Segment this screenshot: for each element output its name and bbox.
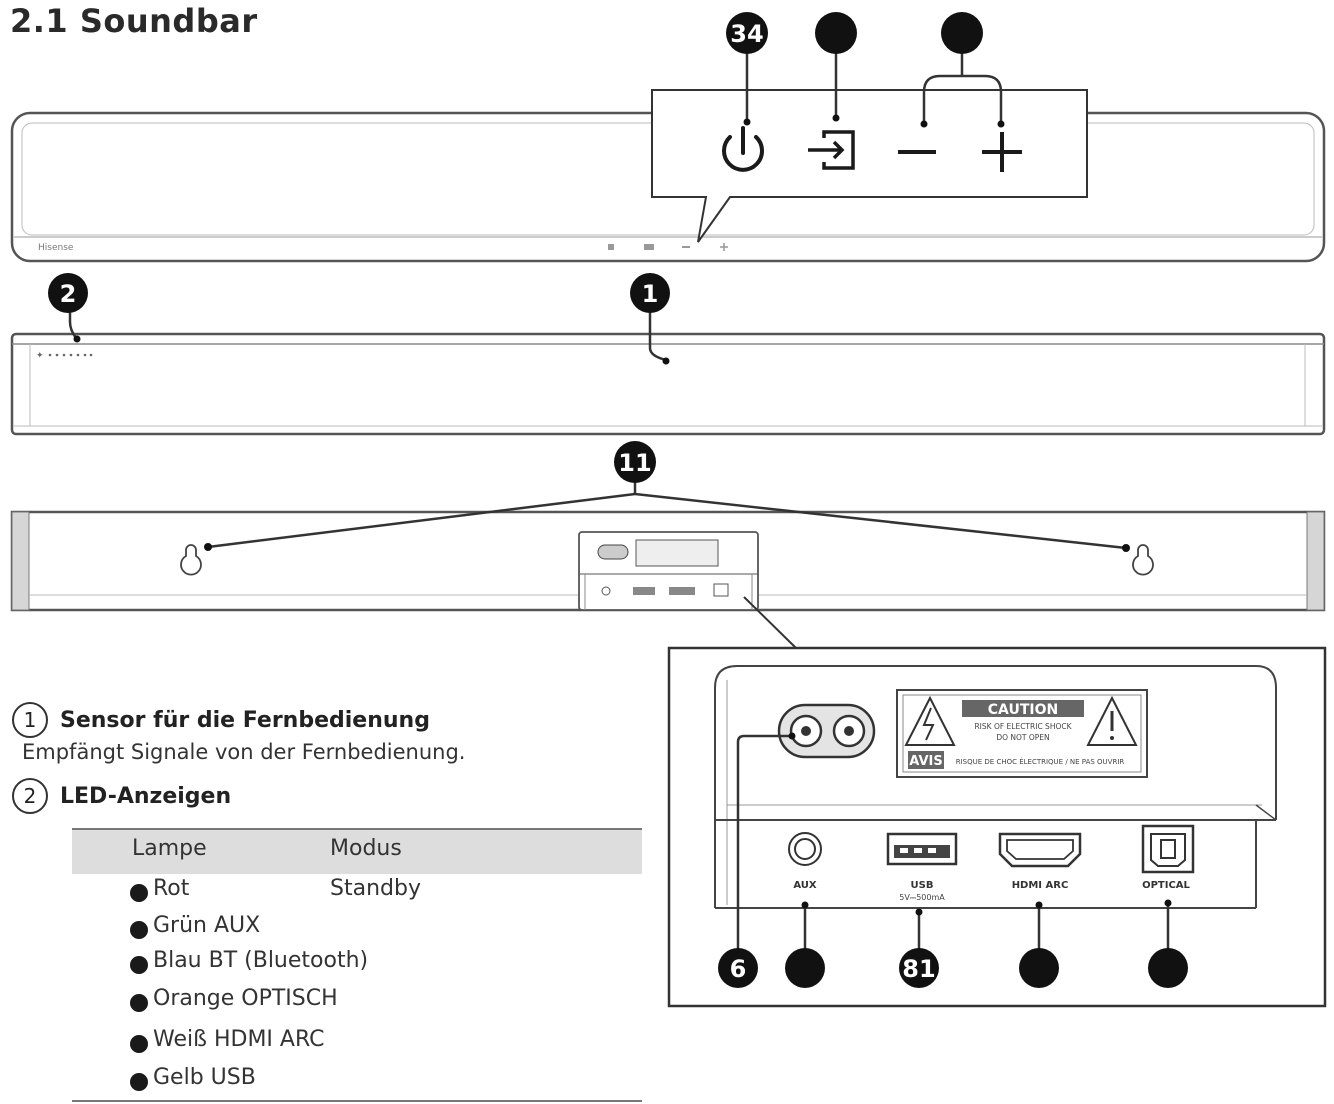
table-row-yellow: Gelb USB xyxy=(130,1065,630,1097)
soundbar-front-view: ✦ 2 1 xyxy=(10,273,1326,436)
caution-text-1: RISK OF ELECTRIC SHOCK xyxy=(974,722,1072,731)
led-dot-icon xyxy=(130,956,148,974)
power-icon xyxy=(722,126,764,172)
callout-badge-power-in xyxy=(718,948,758,988)
caution-title: CAUTION xyxy=(988,702,1058,718)
small-plus-key xyxy=(720,243,728,251)
hdmi-arc-port xyxy=(998,832,1082,868)
port-detail-panel: CAUTION RISK OF ELECTRIC SHOCK DO NOT OP… xyxy=(667,596,1327,1008)
small-input-key xyxy=(644,244,654,250)
legend-title-led: LED-Anzeigen xyxy=(60,784,232,809)
led-indicator-dots: ✦ xyxy=(36,351,93,361)
led-color-label: Gelb USB xyxy=(153,1065,256,1090)
column-header-lamp: Lampe xyxy=(132,836,207,861)
legend-title-remote-sensor: Sensor für die Fernbedienung xyxy=(60,708,430,733)
table-header: Lampe Modus xyxy=(72,828,642,874)
callout-badge-input xyxy=(815,12,857,54)
callout-badge-hdmi xyxy=(1019,948,1059,988)
table-row-orange: Orange OPTISCH xyxy=(130,986,630,1018)
soundbar-back-view: 11 xyxy=(10,441,1326,612)
led-dot-icon xyxy=(130,884,148,902)
table-row-green: Grün AUX xyxy=(130,913,630,945)
callout-badge-aux xyxy=(785,948,825,988)
led-color-label: Orange OPTISCH xyxy=(153,986,338,1011)
hdmi-arc-port-label: HDMI ARC xyxy=(1012,880,1069,891)
plus-icon xyxy=(982,132,1022,172)
optical-port-label: OPTICAL xyxy=(1142,880,1190,891)
table-row-blue: Blau BT (Bluetooth) xyxy=(130,948,630,980)
callout-number-wall-mount: 11 xyxy=(618,449,651,477)
table-row-white: Weiß HDMI ARC xyxy=(130,1027,630,1059)
callout-badge-wall-mount xyxy=(614,441,656,483)
legend-description-remote-sensor: Empfängt Signale von der Fernbedienung. xyxy=(22,740,466,764)
caution-label: CAUTION RISK OF ELECTRIC SHOCK DO NOT OP… xyxy=(896,689,1148,778)
button-callout-box xyxy=(651,89,1088,243)
callout-badge-volume xyxy=(941,12,983,54)
callout-number-led: 2 xyxy=(60,280,77,308)
soundbar-top-view: Hisense xyxy=(10,12,1326,263)
wall-mount-keyhole-right xyxy=(1132,544,1154,576)
optical-port xyxy=(1141,824,1195,874)
led-color-label: Grün AUX xyxy=(153,913,261,938)
led-color-label: Blau BT (Bluetooth) xyxy=(153,948,369,973)
led-color-label: Rot xyxy=(153,876,190,901)
column-header-mode: Modus xyxy=(330,836,402,861)
caution-text-2: DO NOT OPEN xyxy=(996,733,1049,742)
usb-port xyxy=(886,832,958,866)
power-input-socket xyxy=(777,703,876,759)
callout-badge-power xyxy=(726,12,768,54)
led-dot-icon xyxy=(130,921,148,939)
usb-port-spec: 5V⎓500mA xyxy=(899,893,945,902)
wall-mount-keyhole-left xyxy=(180,544,202,576)
callout-number-power-in: 6 xyxy=(730,955,747,983)
callout-badge-led xyxy=(48,273,88,313)
table-row-red: Rot Standby xyxy=(130,876,630,908)
legend-number-2: 2 xyxy=(12,778,48,814)
led-indicator-table: Lampe Modus Rot Standby Grün AUX Blau BT… xyxy=(72,828,642,1104)
input-icon xyxy=(808,130,855,170)
avis-label: AVIS xyxy=(909,754,942,769)
legend-number-1: 1 xyxy=(12,702,48,738)
callout-number-sensor: 1 xyxy=(642,280,659,308)
callout-number-usb: 81 xyxy=(902,955,935,983)
led-dot-icon xyxy=(130,994,148,1012)
aux-port-label: AUX xyxy=(793,880,817,891)
usb-port-label: USB xyxy=(911,880,934,891)
led-mode-label: Standby xyxy=(330,876,421,901)
svg-text:✦: ✦ xyxy=(36,351,44,361)
led-dot-icon xyxy=(130,1035,148,1053)
callout-badge-optical xyxy=(1148,948,1188,988)
table-bottom-rule xyxy=(72,1100,642,1102)
brand-logo: Hisense xyxy=(38,243,74,253)
led-dot-icon xyxy=(130,1073,148,1091)
avis-text: RISQUE DE CHOC ÉLECTRIQUE / NE PAS OUVRI… xyxy=(956,757,1125,766)
led-color-label: Weiß HDMI ARC xyxy=(153,1027,325,1052)
page-title: 2.1 Soundbar xyxy=(10,2,258,40)
small-power-key xyxy=(608,244,614,250)
aux-port xyxy=(788,832,822,866)
callout-number-power: 34 xyxy=(730,20,763,48)
callout-badge-sensor xyxy=(630,273,670,313)
small-minus-key xyxy=(682,246,690,248)
callout-badge-usb xyxy=(899,948,939,988)
